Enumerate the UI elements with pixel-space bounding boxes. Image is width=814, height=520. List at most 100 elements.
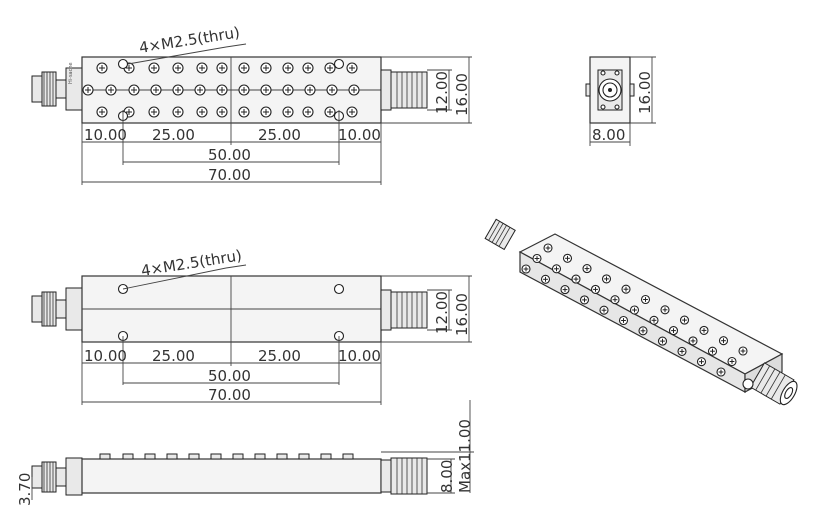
tuning-screw: [216, 84, 228, 96]
mid-vertical-dims: 12.00 16.00: [381, 275, 472, 343]
tuning-screw: [324, 62, 336, 74]
tuning-screw: [571, 274, 581, 284]
tuning-screw: [216, 62, 228, 74]
tuning-screw: [96, 106, 108, 118]
mid-right-connector: [380, 289, 428, 331]
tuning-screw: [551, 264, 562, 274]
filter-body-side: [81, 458, 382, 494]
tuning-screw: [96, 62, 108, 74]
mid-dim-16: 16.00: [453, 293, 471, 336]
tuning-screw: [260, 84, 272, 96]
side-left-connector: [31, 457, 83, 496]
side-dim-8: 8.00: [438, 460, 456, 493]
mid-left-connector: [31, 287, 83, 331]
screw-head: [210, 453, 222, 460]
tuning-screw: [679, 315, 690, 325]
tuning-screw: [194, 84, 206, 96]
tuning-screw: [668, 326, 679, 336]
tuning-screw: [148, 62, 160, 74]
dim-12: 12.00: [433, 71, 451, 114]
tuning-screw: [638, 326, 648, 336]
dim-25-right: 25.00: [258, 126, 301, 144]
tuning-screw: [150, 84, 162, 96]
tuning-screw: [532, 253, 542, 264]
tuning-screw: [590, 284, 601, 294]
tuning-screw: [105, 84, 117, 96]
logo-left: Hi-sache: [68, 62, 74, 84]
mid-horizontal-dims: 10.00 25.00 25.00 10.00 50.00 70.00: [81, 336, 382, 405]
mid-dim-12: 12.00: [433, 291, 451, 334]
dim-10-left: 10.00: [84, 126, 127, 144]
tuning-screw: [148, 106, 160, 118]
tuning-screw: [688, 336, 698, 346]
mid-dim-50: 50.00: [208, 367, 251, 385]
end-dim-8: 8.00: [592, 126, 625, 144]
tuning-screw: [238, 62, 250, 74]
tuning-screw: [540, 274, 551, 284]
tuning-screw: [196, 106, 208, 118]
tuning-screw: [660, 305, 670, 315]
screw-head: [144, 453, 156, 460]
tuning-screw: [128, 84, 140, 96]
tuning-screw: [621, 284, 631, 294]
screw-head: [254, 453, 266, 460]
tuning-screw: [282, 62, 294, 74]
tuning-screw: [649, 315, 659, 325]
screw-head: [298, 453, 310, 460]
dim-50: 50.00: [208, 146, 251, 164]
tuning-screw: [346, 62, 358, 74]
tuning-screw: [196, 62, 208, 74]
tuning-screw: [348, 84, 360, 96]
tuning-screw: [260, 106, 272, 118]
screw-head: [276, 453, 288, 460]
side-dim-max11: Max11.00: [456, 419, 474, 493]
mid-dim-25-right: 25.00: [258, 347, 301, 365]
tuning-screw: [304, 84, 316, 96]
tuning-screw: [718, 336, 729, 346]
tuning-screw: [562, 253, 573, 263]
tuning-screw: [543, 243, 553, 253]
screw-head: [232, 453, 244, 460]
screw-head: [122, 453, 134, 460]
side-right-connector: [380, 457, 428, 495]
top-vertical-dims: 12.00 16.00: [381, 56, 472, 124]
tuning-screw: [696, 357, 707, 367]
mid-dim-10-right: 10.00: [338, 347, 381, 365]
tuning-screw: [582, 264, 592, 274]
isometric-view: [484, 218, 798, 406]
iso-tuning-screws: [521, 243, 748, 377]
tuning-screw: [302, 62, 314, 74]
mid-dim-70: 70.00: [208, 386, 251, 404]
tuning-screw: [172, 62, 184, 74]
mid-dim-25-left: 25.00: [152, 347, 195, 365]
screw-head: [320, 453, 332, 460]
tuning-screw: [707, 346, 718, 356]
tuning-screw: [579, 295, 590, 305]
tuning-screw: [618, 315, 629, 326]
thru-hole-note-top: 4×M2.5(thru): [138, 23, 241, 57]
end-view: 16.00 8.00: [585, 56, 656, 146]
tuning-screw: [738, 346, 748, 356]
tuning-screw: [172, 106, 184, 118]
tuning-screw: [560, 285, 570, 295]
tuning-screw: [610, 295, 620, 305]
tuning-screw: [629, 305, 640, 315]
iso-left-connector: [484, 218, 516, 251]
side-screw-heads: [99, 453, 354, 460]
tuning-screw: [238, 84, 250, 96]
bottom-plan-view: 4×M2.5(thru) 10.00 25.00 25.00 10.00 50.…: [31, 246, 472, 405]
tuning-screw: [82, 84, 94, 96]
screw-head: [188, 453, 200, 460]
iso-right-connector: [749, 362, 798, 406]
tuning-screw: [599, 305, 609, 315]
tuning-screw: [640, 294, 651, 305]
screw-head: [99, 453, 111, 460]
dim-25-left: 25.00: [152, 126, 195, 144]
dim-70: 70.00: [208, 166, 251, 184]
tuning-screw: [601, 274, 612, 284]
tuning-screw: [521, 264, 531, 274]
tuning-screw: [699, 325, 709, 335]
right-sma-connector: [380, 69, 428, 111]
